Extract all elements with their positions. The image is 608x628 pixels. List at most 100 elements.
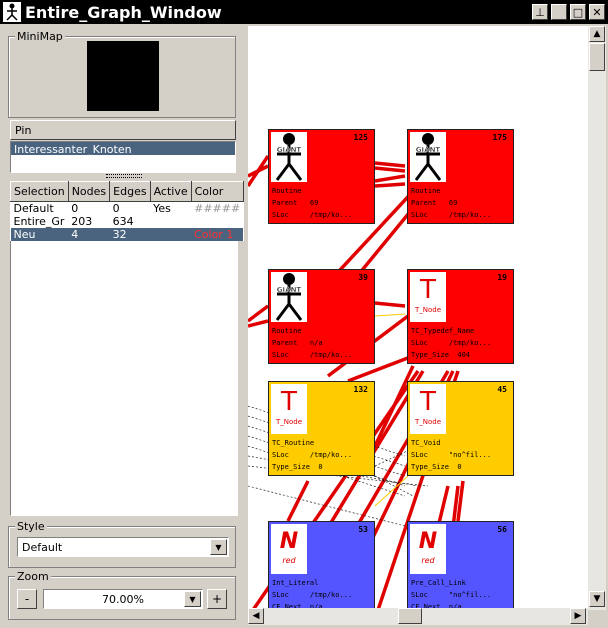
cell-active	[150, 215, 191, 228]
node-id: 132	[353, 385, 368, 394]
maximize-button[interactable]: □	[570, 4, 586, 20]
arrow-down-icon: ▼	[593, 594, 601, 604]
zoom-label: Zoom	[15, 570, 51, 583]
horizontal-scrollbar[interactable]: ◀ ▶	[248, 608, 588, 625]
svg-text:GIANT: GIANT	[277, 286, 302, 294]
cell-active	[150, 228, 192, 241]
t-glyph: T	[420, 387, 436, 417]
giant-icon: GIANT	[271, 272, 307, 322]
app-icon	[3, 2, 21, 22]
scroll-left-button[interactable]: ◀	[248, 608, 264, 624]
icon-label: red	[282, 556, 296, 565]
giant-icon: GIANT	[271, 132, 307, 182]
pin-list-item[interactable]: Interessanter_Knoten	[11, 142, 235, 156]
selection-table-header: Selection Nodes Edges Active Color	[10, 181, 244, 202]
style-group: Style Default ▼	[8, 520, 236, 568]
zoom-in-button[interactable]: +	[207, 589, 227, 609]
icon-label: T_Node	[275, 418, 303, 426]
n-red-icon: N red	[410, 524, 446, 574]
minimize-button[interactable]: ▁	[551, 4, 567, 22]
cell-color: Color 1	[191, 228, 244, 241]
node-type: TC_Routine	[272, 439, 315, 447]
style-select[interactable]: Default ▼	[17, 537, 229, 557]
table-row[interactable]: Default 0 0 Yes #####	[11, 202, 244, 215]
cell-nodes: 4	[68, 228, 110, 241]
column-color[interactable]: Color	[190, 181, 244, 202]
node-attr: SLoc /tmp/ko...	[272, 451, 353, 459]
node-type: TC_Void	[411, 439, 441, 447]
node-attr: SLoc /tmp/ko...	[411, 211, 492, 219]
node-attr: SLoc "no^fil...	[411, 451, 492, 459]
table-row[interactable]: Neu 4 32 Color 1	[10, 228, 244, 241]
scroll-right-button[interactable]: ▶	[570, 608, 586, 624]
selection-table: Selection Nodes Edges Active Color Defau…	[10, 181, 244, 241]
icon-label: red	[421, 556, 435, 565]
cell-selection: Neu	[10, 228, 69, 241]
scroll-up-button[interactable]: ▲	[589, 26, 605, 42]
cell-active: Yes	[153, 202, 171, 215]
n-glyph: N	[279, 529, 299, 554]
node-type: Routine	[411, 187, 441, 195]
horizontal-scroll-thumb[interactable]	[398, 608, 422, 624]
node-id: 45	[497, 385, 507, 394]
node-attr: SLoc /tmp/ko...	[272, 351, 353, 359]
column-selection[interactable]: Selection	[10, 181, 69, 202]
zoom-value: 70.00%	[102, 593, 144, 606]
window-titlebar[interactable]: Entire_Graph_Window ⊥ ▁ □ ✕	[0, 0, 608, 24]
column-edges[interactable]: Edges	[109, 181, 151, 202]
maximize-icon: □	[572, 5, 584, 19]
pin-list[interactable]: Interessanter_Knoten	[10, 141, 236, 173]
chevron-down-icon: ▼	[189, 594, 196, 604]
cell-selection: Default	[13, 202, 54, 215]
minimize-icon: ▁	[554, 8, 564, 22]
arrow-up-icon: ▲	[593, 29, 601, 39]
node-attr: CF_Next n/a	[411, 603, 462, 610]
table-row[interactable]: Entire_Gr 203 634	[11, 215, 244, 228]
splitter-handle[interactable]	[106, 174, 142, 178]
node-type: Int_Literal	[272, 579, 319, 587]
icon-label: T_Node	[414, 306, 442, 314]
style-label: Style	[15, 520, 47, 533]
zoom-dropdown-button[interactable]: ▼	[184, 591, 201, 607]
node-attr: Type_Size 0	[411, 463, 462, 471]
node-type: TC_Typedef_Name	[411, 327, 475, 335]
cell-edges: 634	[112, 215, 134, 228]
style-dropdown-button[interactable]: ▼	[210, 539, 227, 555]
t-glyph: T	[420, 275, 436, 305]
node-id: 19	[497, 273, 507, 282]
minimap-view[interactable]	[87, 41, 159, 111]
node-attr: Parent 69	[272, 199, 319, 207]
giant-icon: GIANT	[410, 132, 446, 182]
left-panel: MiniMap Pin Interessanter_Knoten Selecti…	[2, 26, 246, 628]
scroll-down-button[interactable]: ▼	[589, 591, 605, 607]
close-button[interactable]: ✕	[589, 4, 605, 20]
vertical-scrollbar[interactable]: ▲ ▼	[588, 26, 606, 610]
zoom-out-button[interactable]: -	[17, 589, 37, 609]
pin-window-button[interactable]: ⊥	[532, 4, 548, 20]
vertical-scroll-thumb[interactable]	[589, 43, 605, 71]
cell-nodes: 203	[71, 215, 93, 228]
cell-edges: 0	[112, 202, 120, 215]
node-type: Pre_Call_Link	[411, 579, 466, 587]
column-active[interactable]: Active	[149, 181, 192, 202]
column-nodes[interactable]: Nodes	[67, 181, 111, 202]
zoom-select[interactable]: 70.00% ▼	[43, 589, 203, 609]
svg-text:GIANT: GIANT	[277, 146, 302, 154]
svg-text:GIANT: GIANT	[416, 146, 441, 154]
node-attr: SLoc /tmp/ko...	[272, 211, 353, 219]
node-type: Routine	[272, 187, 302, 195]
node-id: 53	[358, 525, 368, 534]
